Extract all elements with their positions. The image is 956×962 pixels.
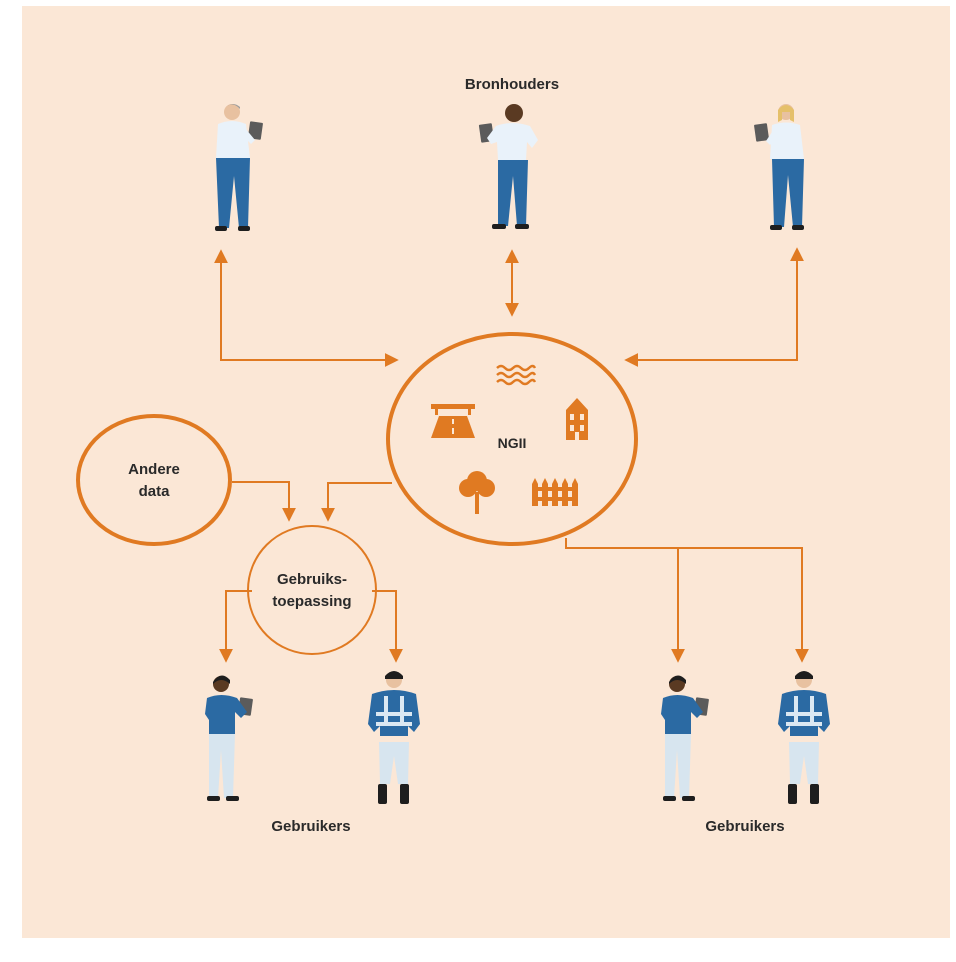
- arrow-left-source-ngii: [214, 249, 399, 367]
- person-worker-left: [368, 671, 420, 804]
- person-source-center: [478, 104, 538, 229]
- gebruikers-label-right: Gebruikers: [705, 818, 784, 835]
- ngii-label: NGII: [498, 435, 527, 451]
- tree-icon: [459, 471, 495, 514]
- arrow-application-user-left: [219, 590, 252, 663]
- gebruikstoepassing-node: Gebruiks- toepassing: [247, 525, 377, 655]
- gebruikers-label-left: Gebruikers: [271, 818, 350, 835]
- person-source-left: [215, 103, 263, 231]
- arrow-ngii-application: [321, 482, 392, 522]
- arrow-andere-data-application: [232, 481, 296, 522]
- water-waves-icon: [496, 364, 537, 386]
- road-icon: [431, 404, 475, 438]
- arrow-ngii-worker-right: [565, 538, 809, 663]
- person-user-right: [661, 675, 709, 801]
- ngii-node: NGII: [386, 332, 638, 546]
- arrow-application-worker-left: [372, 590, 403, 663]
- gebruikstoepassing-label-2: toepassing: [272, 593, 351, 610]
- arrow-right-source-ngii: [624, 247, 804, 367]
- andere-data-label-2: data: [139, 483, 171, 500]
- andere-data-node: Andere data: [76, 414, 232, 546]
- connectors: [214, 247, 809, 663]
- gebruikstoepassing-label-1: Gebruiks-: [277, 571, 347, 588]
- person-worker-right: [778, 671, 830, 804]
- building-icon: [566, 398, 588, 440]
- person-source-right: [754, 104, 804, 230]
- andere-data-label-1: Andere: [128, 461, 180, 478]
- fence-icon: [532, 478, 578, 506]
- bronhouders-title: Bronhouders: [465, 76, 559, 93]
- person-user-left: [205, 675, 253, 801]
